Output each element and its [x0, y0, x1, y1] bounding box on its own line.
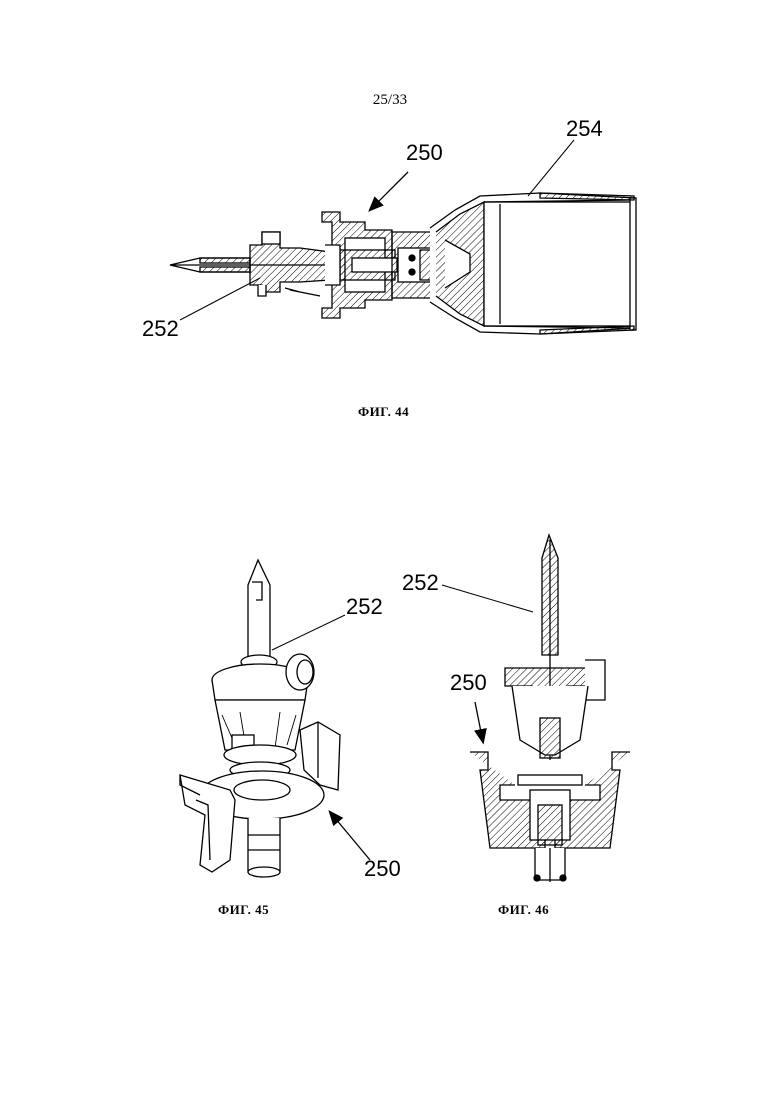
- fig44-drawing: [170, 140, 636, 334]
- fig44-label-250: 250: [406, 140, 443, 166]
- fig44-label-254: 254: [566, 116, 603, 142]
- fig45-label-252: 252: [346, 594, 383, 620]
- fig45-caption: ФИГ. 45: [218, 902, 269, 918]
- fig44-label-252: 252: [142, 316, 179, 342]
- fig44-caption: ФИГ. 44: [358, 404, 409, 420]
- fig45-label-250: 250: [364, 856, 401, 882]
- fig46-label-250: 250: [450, 670, 487, 696]
- fig46-label-252: 252: [402, 570, 439, 596]
- fig46-caption: ФИГ. 46: [498, 902, 549, 918]
- fig46-drawing: [442, 535, 630, 882]
- fig45-drawing: [180, 560, 370, 877]
